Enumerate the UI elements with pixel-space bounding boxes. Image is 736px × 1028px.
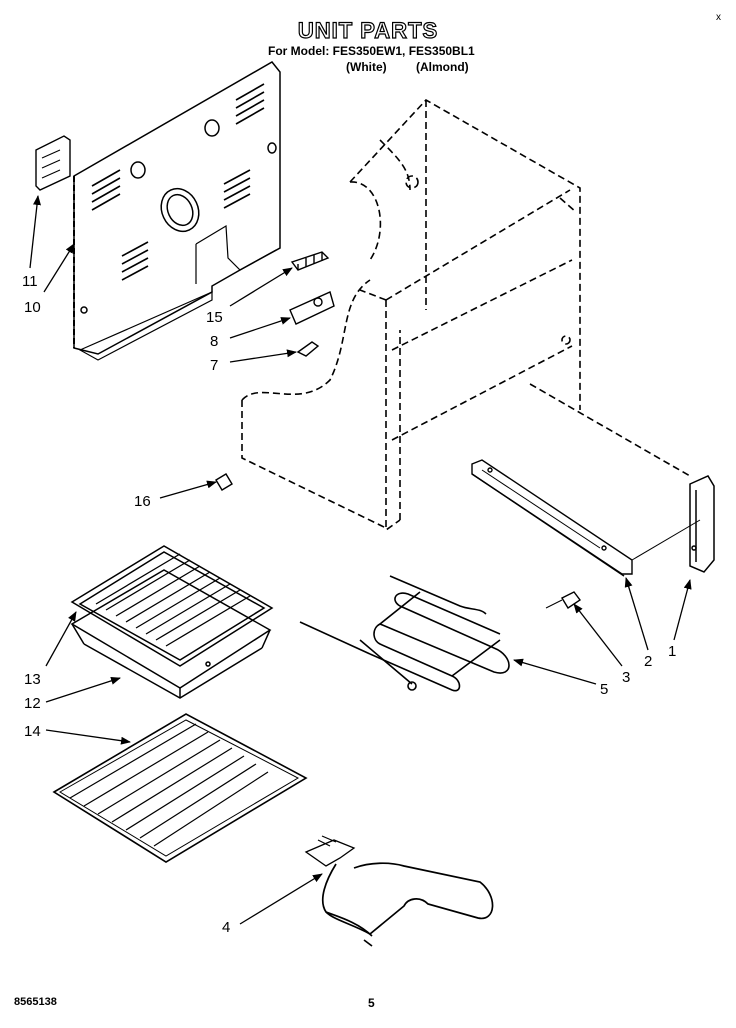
variant-white: (White) — [346, 60, 387, 74]
leader-11 — [29, 195, 41, 269]
leader-13 — [45, 611, 77, 667]
model-line: For Model: FES350EW1, FES350BL1 — [268, 44, 475, 58]
callout-4: 4 — [222, 919, 230, 936]
part-clip-3 — [545, 591, 582, 609]
page-title: UNIT PARTS — [297, 17, 439, 43]
leader-12 — [45, 676, 121, 703]
callout-7: 7 — [210, 357, 218, 374]
callout-8: 8 — [210, 333, 218, 350]
leader-7 — [229, 349, 297, 363]
part-bracket-8 — [289, 291, 335, 325]
callout-labels: 11 10 15 8 7 16 13 12 14 1 2 3 5 4 — [22, 273, 676, 936]
part-trim-rail-2 — [471, 459, 701, 577]
leader-4 — [239, 873, 323, 925]
part-broil-element-5 — [299, 575, 510, 692]
part-broil-pan-12 — [70, 569, 272, 699]
leader-16 — [159, 480, 217, 499]
callout-15: 15 — [206, 309, 223, 326]
callout-13: 13 — [24, 671, 41, 688]
footer-code: 8565138 — [14, 996, 57, 1008]
callout-3: 3 — [622, 669, 630, 686]
part-broil-grid-13 — [70, 545, 274, 667]
leader-5 — [513, 658, 597, 685]
leader-1 — [673, 579, 692, 641]
part-side-trim-1 — [689, 475, 715, 573]
leader-14 — [45, 729, 131, 745]
callout-14: 14 — [24, 723, 41, 740]
leader-3 — [573, 603, 623, 667]
part-terminal-block-15 — [290, 251, 330, 271]
cabinet-outline — [241, 98, 691, 532]
corner-mark: x — [716, 12, 721, 23]
callout-16: 16 — [134, 493, 151, 510]
part-back-panel-10 — [73, 61, 281, 361]
leader-15 — [229, 267, 293, 307]
part-oven-rack-14 — [52, 713, 308, 863]
variant-almond: (Almond) — [416, 60, 469, 74]
part-bake-element-4 — [304, 835, 494, 947]
callout-12: 12 — [24, 695, 41, 712]
page-number: 5 — [368, 996, 375, 1010]
leader-8 — [229, 317, 291, 339]
leader-10 — [43, 243, 75, 293]
part-clip-7 — [296, 341, 320, 357]
callout-10: 10 — [24, 299, 41, 316]
part-clip-16 — [215, 473, 233, 491]
leader-lines — [29, 195, 692, 925]
callout-1: 1 — [668, 643, 676, 660]
callout-2: 2 — [644, 653, 652, 670]
part-gasket-11 — [35, 135, 71, 191]
leader-2 — [624, 577, 649, 651]
callout-5: 5 — [600, 681, 608, 698]
callout-11: 11 — [22, 273, 38, 290]
